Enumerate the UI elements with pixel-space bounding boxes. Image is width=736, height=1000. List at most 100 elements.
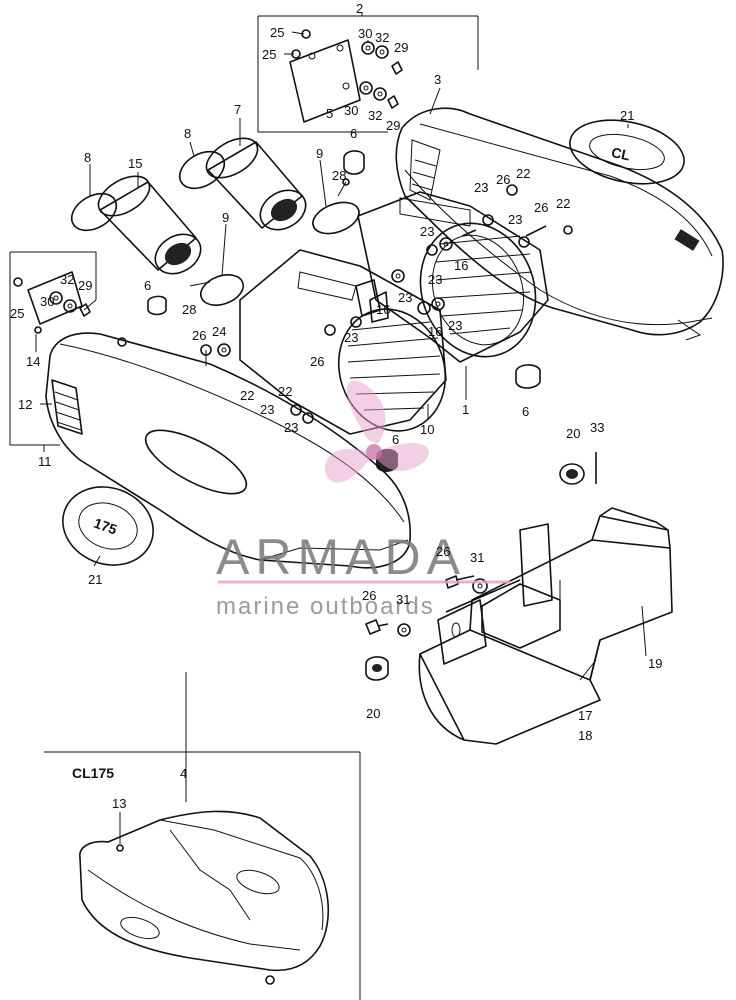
label-21a: 21 [620, 108, 634, 123]
label-22d: 22 [240, 388, 254, 403]
part-number-labels: 2 25 25 30 32 29 30 32 5 3 21 29 8 7 6 9… [10, 1, 662, 811]
label-16a: 16 [454, 258, 468, 273]
left-emblem-text: 175 [92, 515, 120, 538]
label-29b: 29 [386, 118, 400, 133]
label-29a: 29 [394, 40, 408, 55]
label-9a: 9 [316, 146, 323, 161]
label-23d: 23 [428, 272, 442, 287]
label-5: 5 [326, 106, 333, 121]
label-23g: 23 [344, 330, 358, 345]
label-24: 24 [212, 324, 226, 339]
washer-31-upper [472, 578, 488, 594]
label-22a: 22 [516, 166, 530, 181]
label-23b: 23 [508, 212, 522, 227]
label-31b: 31 [396, 592, 410, 607]
label-8b: 8 [84, 150, 91, 165]
label-25c: 25 [10, 306, 24, 321]
label-13: 13 [112, 796, 126, 811]
grommet-6c [515, 364, 541, 389]
label-26d: 26 [310, 354, 324, 369]
inset-cover-4 [79, 810, 330, 985]
bolts-and-washers-middle [200, 178, 573, 424]
air-cleaner-case [357, 191, 549, 363]
label-6c: 6 [522, 404, 529, 419]
label-26e: 26 [436, 544, 450, 559]
right-side-cover [395, 107, 724, 341]
label-6d: 6 [392, 432, 399, 447]
label-32a: 32 [375, 30, 389, 45]
label-7: 7 [234, 102, 241, 117]
bolt-26-upper [445, 575, 475, 589]
label-26c: 26 [192, 328, 206, 343]
left-emblem: 175 [62, 486, 154, 566]
label-23f: 23 [448, 318, 462, 333]
label-9b: 9 [222, 210, 229, 225]
air-tube-15 [97, 175, 202, 275]
label-15: 15 [128, 156, 142, 171]
label-30c: 30 [40, 294, 54, 309]
group-bracket-11 [9, 251, 97, 446]
label-26f: 26 [362, 588, 376, 603]
watermark-brand: ARMADA [216, 529, 466, 585]
label-4: 4 [180, 766, 187, 781]
label-31a: 31 [470, 550, 484, 565]
label-6a: 6 [350, 126, 357, 141]
louver-12 [51, 379, 83, 435]
label-26a: 26 [496, 172, 510, 187]
grommet-20-lower [365, 656, 389, 681]
bracket-plate [289, 39, 361, 123]
leader-lines [35, 31, 647, 844]
label-20b: 20 [366, 706, 380, 721]
label-30a: 30 [358, 26, 372, 41]
propeller-icon [324, 380, 429, 483]
label-10: 10 [420, 422, 434, 437]
label-23e: 23 [398, 290, 412, 305]
label-16b: 16 [376, 302, 390, 317]
label-21b: 21 [88, 572, 102, 587]
label-23h: 23 [284, 420, 298, 435]
label-29c: 29 [78, 278, 92, 293]
label-23c: 23 [420, 224, 434, 239]
label-19: 19 [648, 656, 662, 671]
label-23i: 23 [260, 402, 274, 417]
label-28b: 28 [182, 302, 196, 317]
washer-31-lower [397, 623, 411, 637]
label-22b: 22 [556, 196, 570, 211]
inset-model-label: CL175 [72, 765, 114, 781]
label-14: 14 [26, 354, 40, 369]
label-2: 2 [356, 1, 363, 16]
grommet-6a [343, 150, 365, 175]
left-bracket-plate [13, 271, 127, 347]
label-32b: 32 [368, 108, 382, 123]
label-30b: 30 [344, 103, 358, 118]
bolt-26-lower [365, 619, 389, 635]
right-emblem-text: CL [610, 144, 632, 164]
left-side-cover [45, 332, 411, 569]
label-16c: 16 [428, 324, 442, 339]
label-33: 33 [590, 420, 604, 435]
clamp-8-lower [70, 192, 118, 232]
grommet-6b [147, 295, 167, 316]
label-3: 3 [434, 72, 441, 87]
inset-frame [44, 751, 361, 1000]
label-23a: 23 [474, 180, 488, 195]
label-11: 11 [38, 454, 52, 469]
label-18: 18 [578, 728, 592, 743]
label-32c: 32 [60, 272, 74, 287]
label-25a: 25 [270, 25, 284, 40]
clamp-8-upper [178, 150, 226, 190]
label-25b: 25 [262, 47, 276, 62]
clamp-9-lower [189, 274, 245, 306]
label-28a: 28 [332, 168, 346, 183]
label-17: 17 [578, 708, 592, 723]
label-12: 12 [18, 397, 32, 412]
watermark-tagline: marine outboards [216, 593, 435, 620]
air-tube-7 [205, 137, 307, 231]
grommet-20-upper [559, 463, 585, 485]
group-bracket-2 [257, 15, 479, 133]
tool-box [418, 507, 673, 745]
label-26b: 26 [534, 200, 548, 215]
clamp-9-upper [312, 201, 360, 235]
label-1: 1 [462, 402, 469, 417]
